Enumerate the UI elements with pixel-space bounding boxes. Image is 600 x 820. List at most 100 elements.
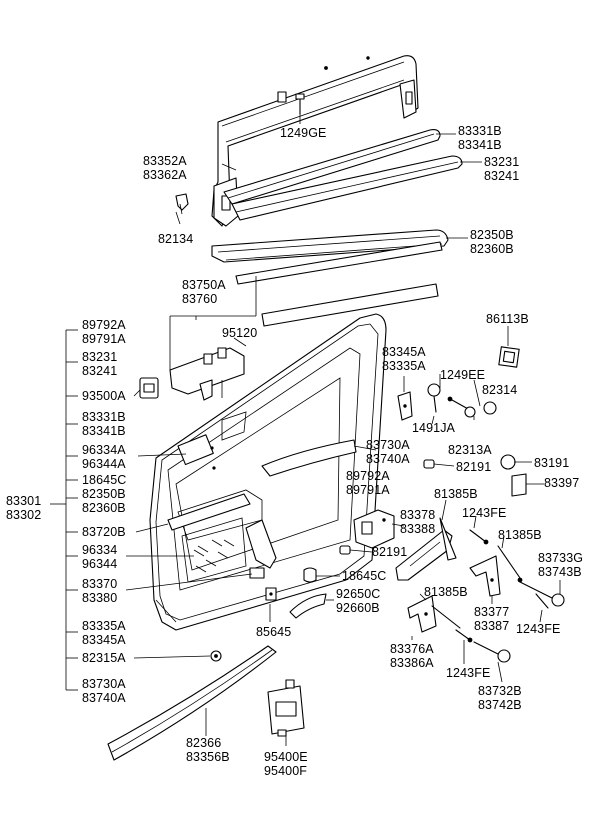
label-83760: 83760 [182, 292, 218, 306]
group-label-96334: 96334 [82, 543, 118, 557]
label-83191: 83191 [534, 456, 570, 470]
group-label-18645c: 18645C [82, 473, 127, 487]
door-trim-panel [149, 313, 387, 631]
label-92660b: 92660B [336, 601, 380, 615]
group-label-89791a: 89791A [82, 332, 126, 346]
label-89792a-right: 89792A [346, 469, 390, 483]
rod-81385b-3-icon [431, 605, 461, 629]
grommet-1491ja-icon [427, 383, 441, 413]
lamp-lens-92650c-icon [289, 593, 327, 619]
clip-82134-icon [175, 193, 189, 215]
group-label-83341b: 83341B [82, 424, 126, 438]
label-81385b-1: 81385B [434, 487, 478, 501]
label-82366: 82366 [186, 736, 222, 750]
group-label-83231: 83231 [82, 350, 118, 364]
label-1491ja: 1491JA [412, 421, 455, 435]
lock-actuator-icon [353, 509, 395, 549]
label-83377: 83377 [474, 605, 510, 619]
label-92650c: 92650C [336, 587, 381, 601]
label-82191-a: 82191 [456, 460, 492, 474]
group-label-96344a: 96344A [82, 457, 126, 471]
label-83352a: 83352A [143, 154, 187, 168]
label-83733g: 83733G [538, 551, 584, 565]
label-18645c-right: 18645C [342, 569, 387, 583]
plug-82191-a-icon [423, 459, 435, 469]
label-83231-top: 83231 [484, 155, 520, 169]
label-1243fe-1: 1243FE [462, 506, 507, 520]
group-label-83335a: 83335A [82, 619, 126, 633]
label-83732b: 83732B [478, 684, 522, 698]
weatherstrip-83331b [223, 129, 441, 205]
group-label-83720b: 83720B [82, 525, 126, 539]
group-label-83241: 83241 [82, 364, 118, 378]
label-83302: 83302 [6, 508, 42, 522]
speaker-95400e-icon [267, 679, 305, 737]
molding-82366 [107, 645, 277, 761]
label-83388: 83388 [400, 522, 436, 536]
label-1243fe-3: 1243FE [446, 666, 491, 680]
label-83730a-right: 83730A [366, 438, 410, 452]
cap-83191-icon [500, 454, 516, 470]
knob-83733g-icon [519, 581, 565, 607]
group-label-83730a: 83730A [82, 677, 126, 691]
garnish-82350b [211, 229, 449, 263]
label-85645: 85645 [256, 625, 292, 639]
clip-82315a-icon [210, 650, 222, 662]
label-83376a: 83376A [390, 642, 434, 656]
bracket-83345a-icon [397, 391, 413, 421]
knob-83732b-icon [473, 641, 511, 663]
label-95400f: 95400F [264, 764, 307, 778]
label-83356b: 83356B [186, 750, 230, 764]
switch-93500a-icon [139, 377, 159, 399]
label-83386a: 83386A [390, 656, 434, 670]
label-82191-b: 82191 [372, 545, 408, 559]
label-86113b: 86113B [486, 312, 529, 326]
cap-82314-icon [483, 401, 497, 415]
label-83397: 83397 [544, 476, 580, 490]
bracket-83377 [469, 555, 501, 597]
label-83743b: 83743B [538, 565, 582, 579]
bolt-1243fe-1-icon [469, 529, 489, 545]
label-82313a: 82313A [448, 443, 492, 457]
bulb-18645c-icon [303, 567, 317, 583]
weatherstrip-83231 [231, 155, 463, 221]
group-label-83370: 83370 [82, 577, 118, 591]
group-label-82360b: 82360B [82, 501, 126, 515]
group-label-83345a: 83345A [82, 633, 126, 647]
label-83362a: 83362A [143, 168, 187, 182]
group-label-82350b: 82350B [82, 487, 126, 501]
clip-86113b-icon [498, 346, 520, 368]
label-95120: 95120 [222, 326, 258, 340]
group-label-89792a: 89792A [82, 318, 126, 332]
label-83301: 83301 [6, 494, 42, 508]
strip-83750a [235, 241, 443, 285]
wedge-81385b-icon [439, 517, 457, 561]
label-83335a-right: 83335A [382, 359, 426, 373]
label-83378: 83378 [400, 508, 436, 522]
label-83750a: 83750A [182, 278, 226, 292]
group-label-83380: 83380 [82, 591, 118, 605]
clip-81385b-2-icon [497, 545, 523, 583]
pad-83397-icon [511, 473, 527, 497]
group-label-83740a: 83740A [82, 691, 126, 705]
group-label-93500a: 93500A [82, 389, 126, 403]
bracket-83376a [407, 595, 437, 633]
label-81385b-3: 81385B [424, 585, 468, 599]
cap-82313a-icon [464, 406, 476, 418]
group-label-96334a: 96334A [82, 443, 126, 457]
label-1249ge: 1249GE [280, 126, 327, 140]
label-81385b-2: 81385B [498, 528, 542, 542]
label-95400e: 95400E [264, 750, 308, 764]
trim-strip-95120 [261, 283, 439, 327]
label-83387: 83387 [474, 619, 510, 633]
leader-lines [50, 114, 561, 746]
label-83341b-top: 83341B [458, 138, 502, 152]
label-1243fe-2: 1243FE [516, 622, 561, 636]
label-82314: 82314 [482, 383, 518, 397]
label-83241-top: 83241 [484, 169, 520, 183]
window-switch-panel [169, 347, 245, 401]
label-83740a-right: 83740A [366, 452, 410, 466]
clip-85645-icon [265, 587, 277, 601]
label-1249ee: 1249EE [440, 368, 486, 382]
